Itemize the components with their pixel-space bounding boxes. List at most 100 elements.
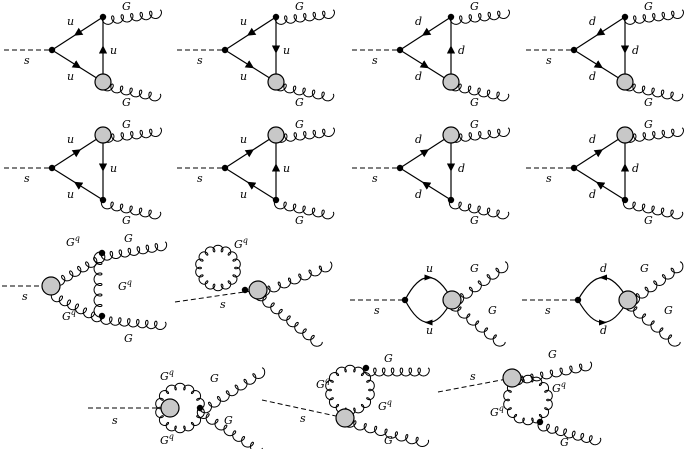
effective-vertex-blob — [442, 290, 462, 310]
vertex-dot — [401, 296, 409, 304]
quark-line-bottom — [573, 49, 626, 83]
quark-label-bottom: u — [67, 70, 74, 83]
gluon-label-top: G — [295, 118, 304, 131]
quark-label-top: d — [589, 133, 596, 146]
quark-label-bottom: d — [589, 188, 596, 201]
gluon-line-top — [623, 127, 685, 143]
gluon-label-top: G — [644, 118, 653, 131]
gluon-label-bottom: G — [124, 332, 133, 345]
scalar-label: s — [24, 172, 30, 185]
quark-line-top — [224, 134, 277, 169]
arrow-icon — [424, 274, 433, 281]
gluon-line-bottom — [448, 299, 506, 347]
vertex-dot — [99, 13, 107, 21]
scalar-label: s — [197, 54, 203, 67]
scalar-line — [174, 289, 259, 303]
quark-label-vertical: d — [458, 162, 465, 175]
vertex-dot — [362, 364, 370, 372]
effective-vertex-blob — [248, 280, 268, 300]
gluon-line-top — [510, 361, 593, 386]
gluon-line-bottom — [100, 199, 162, 220]
quark-line-top — [573, 16, 626, 51]
effective-vertex-blob — [616, 126, 634, 144]
effective-vertex-blob — [618, 290, 638, 310]
gluon-line-top — [274, 127, 336, 143]
vertex-dot — [396, 46, 404, 54]
arrow-icon — [599, 319, 607, 326]
gluon-label-bottom: G — [384, 434, 393, 447]
quark-line-bottom — [399, 167, 452, 201]
vertex-dot — [396, 164, 404, 172]
gluon-line-top — [101, 9, 163, 25]
gluon-label-top: G — [295, 0, 304, 13]
effective-vertex-blob — [160, 398, 180, 418]
vertex-dot — [221, 164, 229, 172]
vertex-dot — [621, 196, 629, 204]
quark-line-bottom — [224, 49, 277, 83]
quark-line-top — [399, 16, 452, 51]
quark-label-top: d — [415, 133, 422, 146]
vertex-dot — [570, 46, 578, 54]
effective-vertex-blob — [267, 73, 285, 91]
gluon-label-bottom: G — [470, 96, 479, 109]
vertex-dot — [447, 13, 455, 21]
gluon-label-bottom: G — [488, 304, 497, 317]
scalar-label: s — [220, 298, 226, 311]
quark-line-bottom — [573, 167, 626, 201]
effective-vertex-blob — [94, 126, 112, 144]
ghost-line-top — [53, 252, 106, 286]
quark-label-top: u — [426, 262, 433, 275]
ghost-label-bottom: Gq — [160, 432, 174, 447]
quark-line-bottom — [399, 49, 452, 83]
scalar-label: s — [112, 414, 118, 427]
ghost-label-bottom: Gq — [62, 308, 76, 323]
quark-label-bottom: u — [426, 324, 433, 337]
gluon-label-top: G — [122, 118, 131, 131]
scalar-label: s — [300, 412, 306, 425]
gluon-line-top — [449, 9, 511, 25]
gluon-line-top — [364, 367, 430, 377]
effective-vertex-blob — [502, 368, 522, 388]
quark-label-vertical: u — [110, 162, 117, 175]
gluon-line-top — [257, 261, 333, 297]
quark-label-vertical: d — [632, 162, 639, 175]
vertex-dot — [196, 404, 204, 412]
ghost-loop — [325, 364, 375, 416]
gluon-line-top — [101, 127, 163, 143]
gluon-label-top: G — [470, 0, 479, 13]
quark-line-top — [399, 134, 452, 169]
effective-vertex-blob — [442, 73, 460, 91]
quark-label-vertical: d — [458, 44, 465, 57]
ghost-loop — [503, 374, 553, 426]
gluon-line-bottom — [100, 81, 162, 102]
ghost-label-top: Gq — [66, 234, 80, 249]
scalar-label: s — [197, 172, 203, 185]
gluon-label-bottom: G — [644, 214, 653, 227]
vertex-dot — [272, 13, 280, 21]
gluon-line-top — [100, 241, 168, 261]
scalar-line — [437, 377, 513, 393]
vertex-dot — [98, 249, 106, 257]
effective-vertex-blob — [335, 408, 355, 428]
arrow-icon — [599, 274, 607, 281]
quark-label-bottom: d — [415, 70, 422, 83]
ghost-label-right: Gq — [378, 398, 392, 413]
gluon-line-bottom — [254, 289, 323, 347]
vertex-dot — [241, 286, 249, 294]
ghost-label: Gq — [234, 236, 248, 251]
quark-label-top: u — [240, 133, 247, 146]
quark-label-top: u — [67, 133, 74, 146]
quark-line-top — [51, 16, 104, 51]
quark-label-bottom: d — [589, 70, 596, 83]
ghost-label-left: Gq — [316, 376, 330, 391]
effective-vertex-blob — [267, 126, 285, 144]
quark-label-top: d — [415, 15, 422, 28]
scalar-label: s — [546, 54, 552, 67]
